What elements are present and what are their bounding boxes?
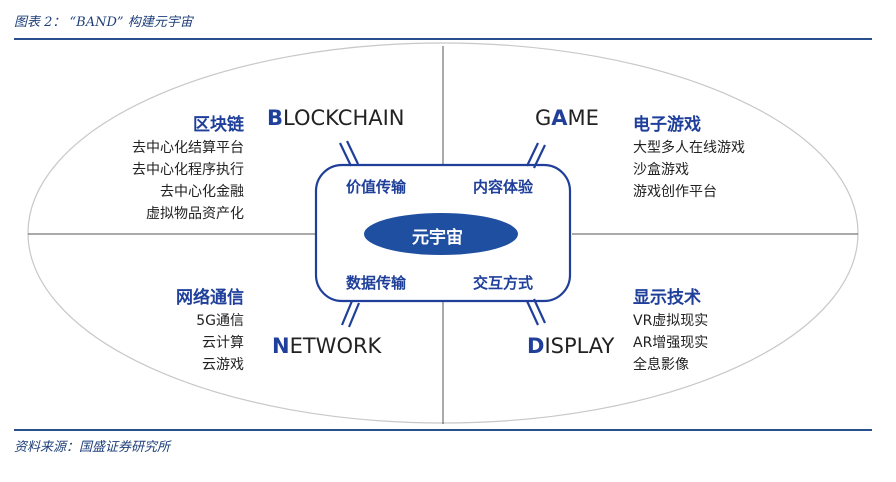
- connector-tl: [339, 140, 359, 167]
- heading-blockchain: BLOCKCHAIN: [267, 106, 405, 130]
- blockchain-title: 区块链: [193, 115, 244, 135]
- inner-label-value-transfer: 价值传输: [346, 178, 407, 196]
- connector-bl: [340, 300, 361, 328]
- inner-label-content-experience: 内容体验: [473, 178, 534, 196]
- connector-tr: [526, 142, 546, 169]
- source-note: 资料来源：国盛证券研究所: [14, 440, 171, 455]
- game-item: 大型多人在线游戏: [633, 140, 745, 156]
- blockchain-item: 去中心化程序执行: [132, 162, 244, 178]
- heading-display: DISPLAY: [527, 334, 615, 358]
- blockchain-item: 去中心化金融: [160, 184, 244, 200]
- heading-network: NETWORK: [272, 334, 382, 358]
- blockchain-item: 去中心化结算平台: [132, 140, 244, 156]
- bottom-rule: [14, 429, 872, 431]
- connector-br: [526, 298, 546, 326]
- network-item: 云游戏: [202, 357, 244, 373]
- figure-caption: 图表 2： “BAND” 构建元宇宙: [14, 15, 193, 30]
- game-item: 游戏创作平台: [633, 184, 717, 200]
- heading-game: GAME: [535, 106, 599, 130]
- display-item: VR虚拟现实: [633, 313, 709, 329]
- blockchain-item: 虚拟物品资产化: [146, 206, 244, 222]
- game-title: 电子游戏: [633, 115, 701, 135]
- network-item: 云计算: [202, 335, 244, 351]
- core-ellipse: [364, 213, 518, 255]
- inner-label-interaction: 交互方式: [473, 274, 534, 292]
- network-title: 网络通信: [176, 288, 244, 308]
- top-rule: [14, 38, 872, 40]
- display-item: 全息影像: [633, 357, 689, 373]
- game-item: 沙盒游戏: [633, 162, 689, 178]
- display-item: AR增强现实: [633, 335, 709, 351]
- network-block: 网络通信 5G通信 云计算 云游戏: [176, 283, 244, 376]
- game-block: 电子游戏 大型多人在线游戏 沙盒游戏 游戏创作平台: [633, 110, 745, 203]
- network-item: 5G通信: [196, 313, 244, 329]
- inner-label-data-transfer: 数据传输: [346, 274, 407, 292]
- blockchain-block: 区块链 去中心化结算平台 去中心化程序执行 去中心化金融 虚拟物品资产化: [132, 110, 244, 225]
- core-label: 元宇宙: [412, 228, 463, 248]
- display-block: 显示技术 VR虚拟现实 AR增强现实 全息影像: [633, 283, 708, 376]
- display-title: 显示技术: [633, 288, 701, 308]
